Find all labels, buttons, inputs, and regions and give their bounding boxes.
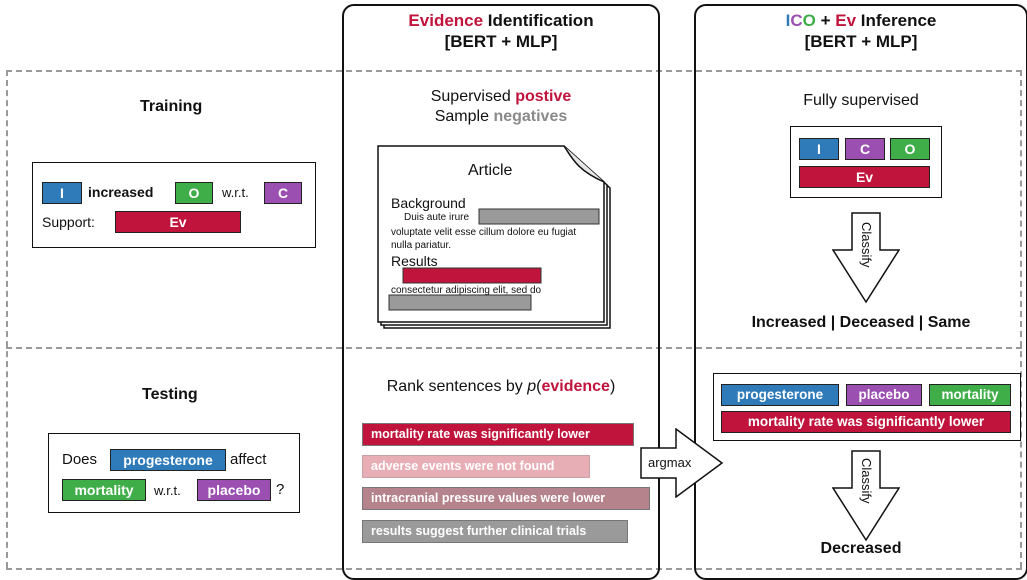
input-comparator-tag: placebo (846, 384, 922, 406)
background-text-1: Duis aute irure (404, 212, 470, 223)
fully-supervised-text: Fully supervised (803, 92, 919, 109)
training-example-box (32, 162, 316, 248)
sentence-4: results suggest further clinical trials (362, 520, 628, 543)
row-label-training: Training (140, 98, 203, 115)
classify-label-training: Classify (859, 222, 874, 268)
divider-right (1020, 70, 1022, 568)
query-intervention-tag: progesterone (110, 449, 226, 471)
affect-text: affect (230, 451, 267, 468)
intervention-tag: I (42, 182, 82, 204)
classify-label-testing: Classify (859, 458, 874, 504)
question-mark: ? (276, 481, 285, 498)
argmax-label: argmax (648, 455, 692, 470)
query-outcome-tag: mortality (62, 479, 146, 501)
rank-sentences-text: Rank sentences by p(evidence) (386, 378, 616, 395)
classify-arrow-icon (832, 212, 900, 304)
divider-left (6, 70, 8, 568)
supervised-positive-text: Supervised postive (430, 88, 572, 105)
query-wrt-text: w.r.t. (154, 483, 181, 498)
evidence-tag: Ev (115, 211, 241, 233)
classify-arrow-testing-icon (832, 450, 900, 542)
sample-negatives-text: Sample negatives (434, 108, 568, 125)
sentence-2: adverse events were not found (362, 455, 590, 478)
query-comparator-tag: placebo (197, 479, 271, 501)
ico-comparator-tag: C (845, 138, 885, 160)
support-label: Support: (42, 214, 95, 230)
background-heading: Background (391, 195, 466, 211)
row-label-testing: Testing (142, 386, 198, 403)
article-title: Article (468, 162, 513, 179)
ico-outcome-tag: O (890, 138, 930, 160)
divider-middle (6, 347, 1022, 349)
ico-evidence-tag: Ev (799, 166, 930, 188)
evidence-panel-title: Evidence Identification [BERT + MLP] (408, 11, 594, 51)
input-evidence-tag: mortality rate was significantly lower (721, 411, 1011, 433)
sentence-1: mortality rate was significantly lower (362, 423, 634, 446)
comparator-tag: C (264, 182, 302, 204)
background-text-3: nulla pariatur. (391, 240, 452, 251)
article-document-icon (377, 145, 611, 329)
does-text: Does (62, 451, 98, 468)
outcome-tag: O (175, 182, 213, 204)
divider-bottom (6, 568, 1022, 570)
testing-example-box (48, 433, 300, 513)
divider-top (6, 70, 1022, 72)
inference-panel-title: ICO + Ev Inference [BERT + MLP] (785, 11, 937, 51)
sentence-3: intracranial pressure values were lower (362, 487, 650, 510)
outcome-classes: Increased | Deceased | Same (751, 314, 971, 331)
increased-text: increased (88, 184, 154, 200)
wrt-text: w.r.t. (222, 185, 249, 200)
input-outcome-tag: mortality (929, 384, 1011, 406)
argmax-arrow-icon (640, 428, 724, 498)
results-heading: Results (391, 253, 438, 269)
prediction-result: Decreased (820, 540, 902, 557)
input-intervention-tag: progesterone (721, 384, 839, 406)
background-text-2: voluptate velit esse cillum dolore eu fu… (391, 227, 577, 238)
ico-intervention-tag: I (799, 138, 839, 160)
results-text: consectetur adipiscing elit, sed do (391, 285, 542, 296)
